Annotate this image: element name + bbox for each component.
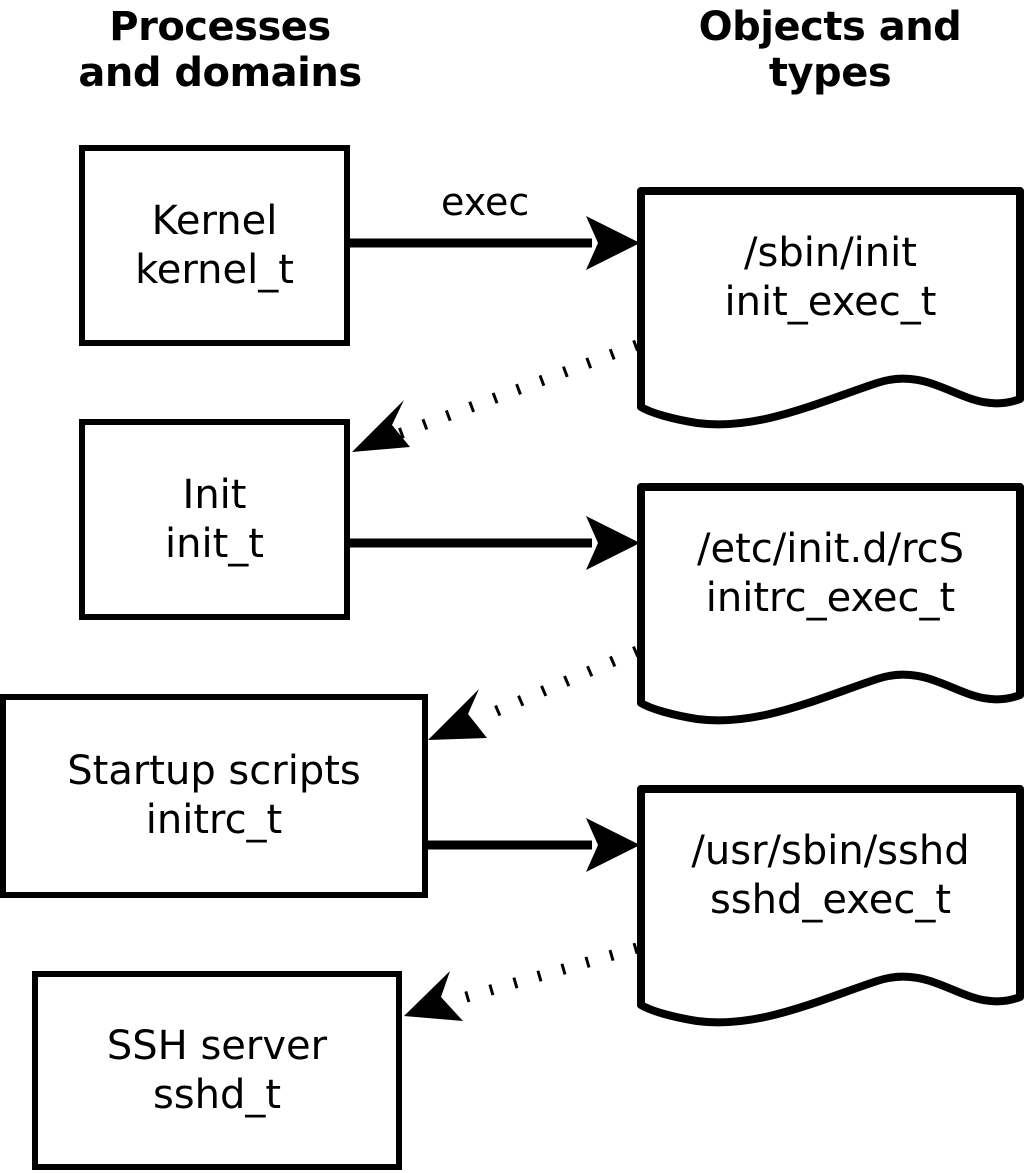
process-box-initrc[interactable]: Startup scripts initrc_t	[0, 694, 428, 898]
arrowhead	[428, 689, 487, 740]
process-box-sshd[interactable]: SSH server sshd_t	[32, 971, 402, 1170]
object-doc-init-exec[interactable]: /sbin/init init_exec_t	[637, 187, 1024, 431]
process-box-kernel[interactable]: Kernel kernel_t	[79, 145, 350, 346]
object-doc-initrc-exec[interactable]: /etc/init.d/rcS initrc_exec_t	[637, 483, 1024, 727]
edge-init-exec-initrc	[350, 516, 640, 570]
process-type-init: init_t	[165, 520, 264, 567]
object-doc-sshd-exec[interactable]: /usr/sbin/sshd sshd_exec_t	[637, 785, 1024, 1029]
edge-label-exec: exec	[441, 180, 530, 224]
arrowhead	[586, 516, 640, 570]
edge-kernel-exec-init	[350, 216, 640, 270]
process-type-sshd: sshd_t	[152, 1071, 282, 1118]
process-type-initrc: initrc_t	[145, 797, 283, 843]
process-box-init[interactable]: Init init_t	[79, 419, 350, 620]
process-title-sshd: SSH server	[106, 1022, 328, 1069]
process-title-kernel: Kernel	[151, 197, 278, 244]
arrowhead	[586, 216, 640, 270]
arrowhead	[404, 971, 463, 1021]
process-type-kernel: kernel_t	[135, 246, 294, 293]
edge-sshd-exec-becomes-sshd	[404, 942, 639, 1021]
column-header-processes: Processes and domains	[78, 4, 362, 96]
process-title-init: Init	[182, 471, 247, 518]
document-shape	[637, 785, 1024, 1027]
edge-initrc-exec-sshd	[428, 818, 640, 872]
process-title-initrc: Startup scripts	[67, 748, 361, 795]
edge-init-exec-becomes-init	[352, 339, 639, 452]
document-shape	[637, 187, 1024, 429]
arrowhead	[352, 400, 410, 452]
arrowhead	[586, 818, 640, 872]
document-shape	[637, 483, 1024, 725]
column-header-objects: Objects and types	[698, 4, 962, 96]
edge-initrc-exec-becomes-initrc	[428, 645, 640, 740]
